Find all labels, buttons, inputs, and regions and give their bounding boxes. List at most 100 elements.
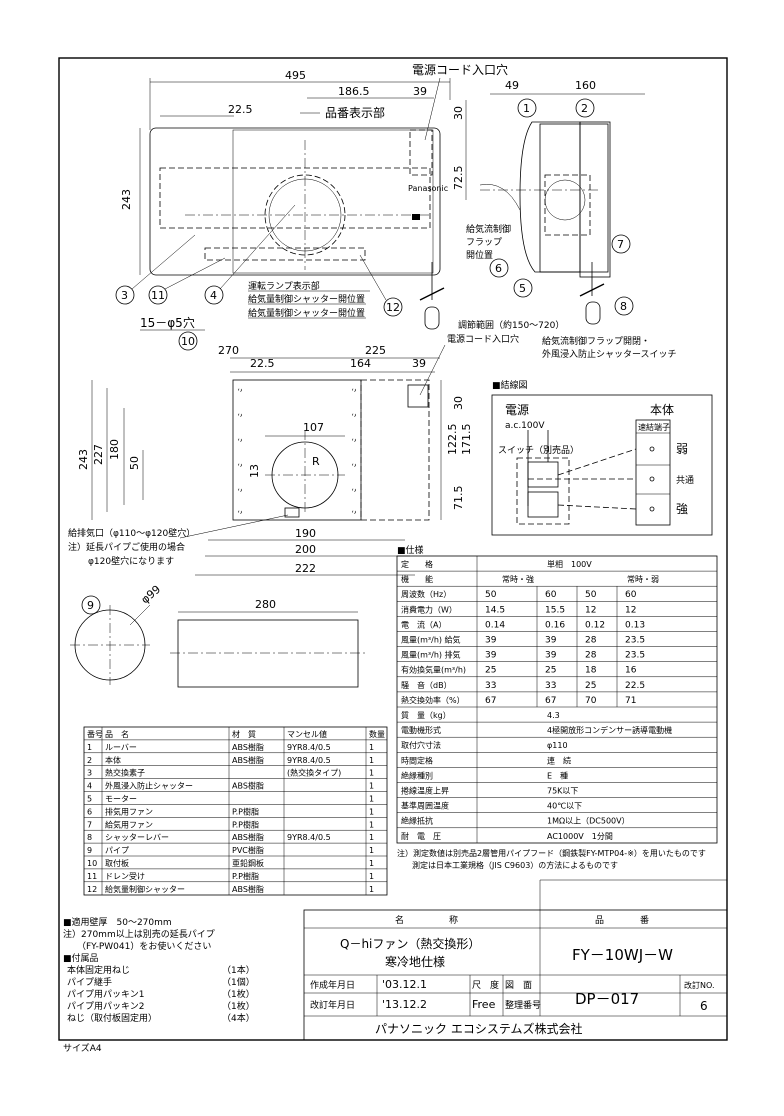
side-view: 49 160 1 2 6 5 7 8 給気流制御 フラップ 開位置 給気流制御フ… [466, 79, 677, 360]
parts-cell: 取付板 [105, 858, 129, 868]
parts-header: 材 質 [232, 729, 256, 739]
parts-cell: 9YR8.4/0.5 [287, 756, 331, 765]
product-name-1: Q－hiファン（熱交換形） [340, 936, 480, 951]
switch-label: スイッチ（別売品） [498, 444, 579, 456]
parts-header: 番号 [87, 729, 103, 739]
dim-171: 171.5 [460, 424, 473, 456]
dim-39: 39 [413, 85, 427, 98]
spec-row-value: 連 続 [547, 755, 571, 765]
callout-3: 3 [115, 285, 135, 305]
parts-cell: パイプ [105, 846, 129, 855]
terminal-label: 速結端子 [638, 422, 670, 432]
paper-size: サイズA4 [63, 1042, 102, 1054]
pipe-length: 280 [255, 598, 276, 611]
spec-cell: 70 [585, 696, 597, 706]
spec-cell: 33 [485, 681, 496, 691]
dim-222: 222 [295, 562, 316, 575]
spec-row-label: 風量(m³/h) 給気 [401, 635, 461, 645]
spec-cell: 33 [545, 681, 556, 691]
accessory-name: パイプ用パッキン2 [67, 1001, 144, 1012]
spec-row-label: 絶縁抵抗 [401, 816, 433, 826]
spec-cell: 0.16 [545, 620, 565, 630]
parts-cell: 1 [369, 820, 374, 829]
parts-cell: シャッターレバー [105, 833, 169, 842]
parts-cell: ABS樹脂 [232, 884, 264, 894]
spec-row-label: 機 能 [401, 574, 433, 584]
flap-switch-label-2: 外風浸入防止シャッタースイッチ [542, 348, 677, 360]
svg-text:5: 5 [519, 282, 526, 295]
mounting-plate-view: 15－φ5穴 10 270 225 22.5 164 39 電源コード入口穴 R… [68, 315, 519, 576]
power-cord-label-2: 電源コード入口穴 [447, 333, 519, 345]
spec-cell: 39 [545, 636, 557, 646]
spec-row-label: 電 流（A） [401, 619, 446, 629]
parts-cell: 給気用ファン [105, 819, 153, 829]
spec-row-value: 常時・強 [502, 574, 534, 584]
spec-cell: 23.5 [625, 651, 645, 661]
pipe-diameter: φ99 [139, 583, 164, 607]
parts-header: 数量 [369, 729, 385, 739]
accessory-name: パイプ用パッキン1 [67, 989, 144, 1000]
spec-row-label: 熱交換効率（%） [401, 695, 465, 705]
dim-227: 227 [92, 444, 105, 465]
spec-row-value: 1MΩ以上（DC500V） [547, 817, 630, 826]
parts-header: マンセル値 [287, 729, 327, 739]
svg-text:6: 6 [495, 262, 502, 275]
parts-cell: ABS樹脂 [232, 832, 264, 842]
wiring-diagram: ■結線図 電源 a.c.100V 本体 スイッチ（別売品） 速結端子 弱 共通 … [491, 379, 713, 536]
parts-cell: 1 [369, 872, 374, 881]
parts-cell: ルーバー [105, 743, 137, 752]
callout-7: 7 [611, 234, 631, 254]
dim-49: 49 [505, 79, 519, 92]
callout-10: 10 [178, 331, 198, 351]
title-part-header: 品 番 [595, 914, 649, 926]
wall-note-2: 注）270mm以上は別売の延長パイプ [63, 928, 215, 940]
accessory-qty: （1枚） [222, 1000, 255, 1012]
svg-text:10: 10 [181, 335, 195, 348]
parts-cell: 排気用ファン [105, 806, 153, 816]
parts-cell: 1 [369, 743, 374, 752]
dim-495: 495 [285, 69, 306, 82]
parts-cell: 7 [87, 820, 92, 829]
spec-cell: 67 [485, 696, 496, 706]
dim-160: 160 [575, 79, 596, 92]
spec-row-label: 騒 音（dB） [401, 680, 452, 690]
parts-cell: 6 [87, 807, 92, 816]
parts-cell: 亜鉛鋼板 [232, 858, 264, 868]
spec-cell: 0.12 [585, 620, 605, 630]
shutter-label-1: 給気量制御シャッター開位置 [248, 293, 365, 305]
parts-cell: モーター [105, 795, 137, 804]
parts-cell: 2 [87, 756, 92, 765]
parts-cell: 1 [369, 885, 374, 894]
parts-cell: 10 [87, 859, 97, 868]
spec-cell: 15.5 [545, 605, 565, 615]
spec-cell: 39 [545, 651, 557, 661]
spec-row-label: 耐 電 圧 [401, 831, 441, 841]
spec-title: ■仕様 [397, 544, 424, 556]
parts-cell: (熱交換タイプ) [287, 768, 341, 778]
spec-row-label: 質 量（kg） [401, 710, 451, 720]
spec-cell: 14.5 [485, 605, 505, 615]
dim-107: 107 [303, 421, 324, 434]
parts-cell: P.P樹脂 [232, 871, 259, 881]
spec-row-label: 時間定格 [401, 755, 433, 765]
spec-row-label: 風量(m³/h) 排気 [401, 650, 461, 660]
spec-cell: 25 [585, 681, 596, 691]
wall-note-3: （FY-PW041）をお使いください [77, 940, 211, 952]
scale-value: Free [472, 998, 496, 1011]
spec-row-label: 消費電力（W） [401, 604, 457, 614]
dim-22: 22.5 [228, 103, 253, 116]
spec-row-label: 捲線温度上昇 [401, 786, 449, 796]
spec-row-value: 単相 100V [547, 559, 592, 569]
parts-cell: 3 [87, 769, 92, 778]
power-cord-label: 電源コード入口穴 [412, 62, 508, 77]
dim-243-mount: 243 [77, 449, 90, 470]
accessory-name: 本体固定用ねじ [67, 964, 130, 976]
pipe-view: 9 φ99 280 [70, 583, 365, 688]
parts-cell: 1 [369, 756, 374, 765]
dim-190: 190 [295, 527, 316, 540]
spec-row-value: E 種 [547, 770, 568, 780]
parts-cell: 9YR8.4/0.5 [287, 833, 331, 842]
dim-30-mount: 30 [452, 396, 465, 410]
